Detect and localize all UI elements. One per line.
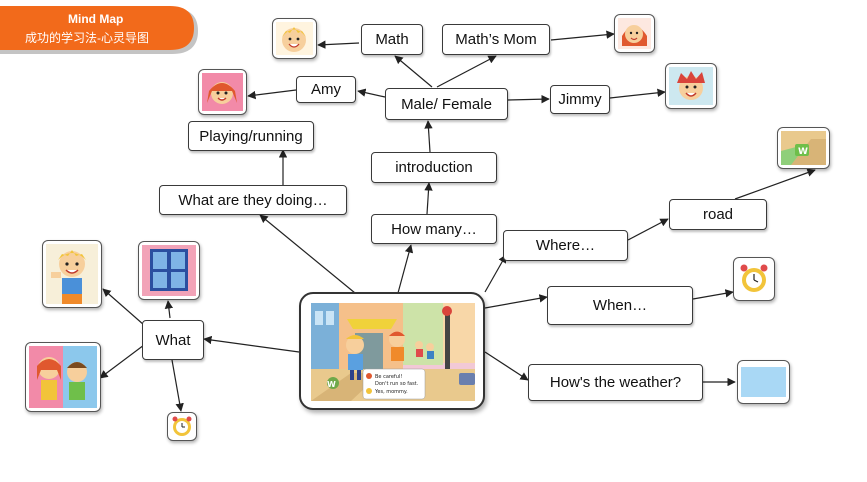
jimmy-picture <box>665 63 717 109</box>
arrow-center-to-what-doing <box>259 214 356 294</box>
arrow-introduction-to-male-female <box>424 120 433 153</box>
scene-bubble-line-2: Don't run so fast. <box>375 381 419 387</box>
clock-picture <box>733 257 775 301</box>
arrow-center-to-when <box>484 294 548 309</box>
node-male-female: Male/ Female <box>385 88 508 120</box>
arrow-male-female-to-jimmy <box>507 94 550 104</box>
arrow-where-to-road <box>627 218 669 241</box>
scene-sign-letter: W <box>327 380 336 389</box>
arrow-male-female-to-amy <box>357 88 386 98</box>
node-introduction: introduction <box>371 152 497 183</box>
arrow-road-to-road-pic <box>734 168 816 200</box>
arrow-how-many-to-introduction <box>424 182 433 215</box>
node-when: When… <box>547 286 693 325</box>
arrow-what-to-kids-pic <box>99 344 145 379</box>
node-amy: Amy <box>296 76 356 103</box>
road-sign-letter: W <box>798 147 808 157</box>
arrow-maths-mom-to-mom-pic <box>550 30 615 41</box>
mind-map-banner: Mind Map 成功的学习法-心灵导图 <box>0 0 200 54</box>
arrow-male-female-to-math <box>394 55 433 88</box>
node-maths-mom: Math’s Mom <box>442 24 550 55</box>
node-what-are-they-doing: What are they doing… <box>159 185 347 215</box>
banner-title: Mind Map <box>68 12 124 26</box>
node-playing-running: Playing/running <box>188 121 314 151</box>
sky-picture <box>737 360 790 404</box>
two-kids-picture <box>25 342 101 412</box>
scene-bubble-line-3: Yes, mommy. <box>374 389 408 395</box>
node-how-many: How many… <box>371 214 497 244</box>
arrow-math-to-math-pic <box>317 40 360 49</box>
maths-mom-picture <box>614 14 655 53</box>
arrow-amy-to-amy-pic <box>247 89 297 100</box>
arrow-center-to-what <box>203 335 300 353</box>
node-jimmy: Jimmy <box>550 85 610 114</box>
arrow-center-to-how-many <box>397 244 414 294</box>
boy-waving-picture <box>42 240 102 308</box>
arrow-center-to-weather <box>484 351 529 381</box>
node-what: What <box>142 320 204 360</box>
banner-background <box>0 6 198 54</box>
amy-picture <box>198 69 247 115</box>
arrow-when-to-clock-pic <box>692 289 734 300</box>
banner-subtitle: 成功的学习法-心灵导图 <box>25 31 149 45</box>
arrow-jimmy-to-jimmy-pic <box>609 88 666 99</box>
central-scene-picture: Be careful! Don't run so fast. Yes, momm… <box>299 292 485 410</box>
scene-bubble-line-1: Be careful! <box>375 374 402 380</box>
arrow-what-to-clock-pic <box>171 359 184 412</box>
road-picture: W <box>777 127 830 169</box>
arrow-what-to-boy-pic <box>102 288 145 326</box>
node-where: Where… <box>503 230 628 261</box>
arrow-male-female-to-maths-mom <box>436 55 497 88</box>
node-weather: How's the weather? <box>528 364 703 401</box>
arrow-what-to-window-pic <box>164 300 174 319</box>
arrow-center-to-where <box>484 254 507 293</box>
node-math: Math <box>361 24 423 55</box>
clock-picture-small <box>167 412 197 441</box>
math-picture <box>272 18 317 59</box>
node-road: road <box>669 199 767 230</box>
window-picture <box>138 241 200 300</box>
